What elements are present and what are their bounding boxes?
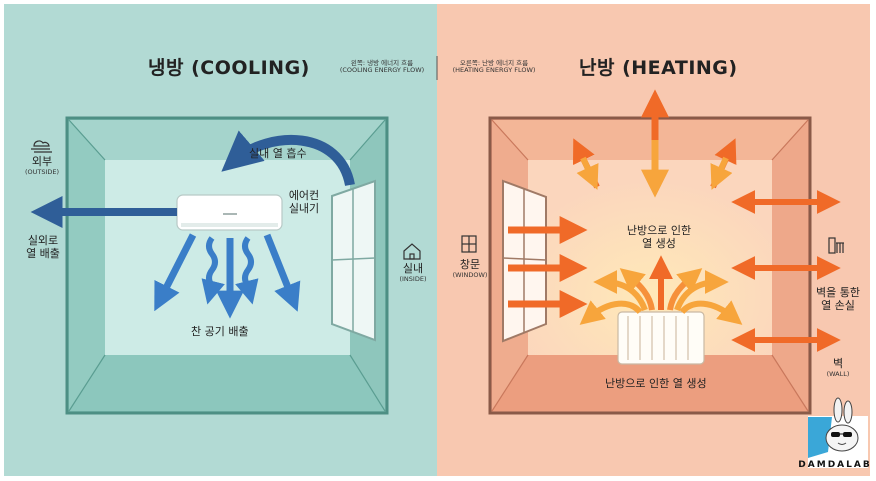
radiator	[617, 311, 705, 365]
heat-absorb-label: 실내 열 흡수	[249, 147, 307, 160]
window-label: 창문 (WINDOW)	[447, 258, 493, 279]
heating-window	[502, 179, 547, 343]
wall-radiator-icon	[828, 237, 844, 254]
wall-loss-line2: 열 손실	[821, 298, 855, 312]
heat-gen-line1: 난방으로 인한	[626, 224, 692, 237]
wall-loss-line1: 벽을 통한	[816, 286, 860, 299]
wall-ko: 벽	[832, 357, 844, 370]
heat-out-label: 실외로 열 배출	[18, 234, 68, 260]
heat-out-line1: 실외로	[27, 234, 59, 247]
ceiling-heat-arrows	[572, 89, 737, 198]
outside-label: 외부 (OUTSIDE)	[22, 155, 62, 176]
radiator-heat-arrows	[579, 255, 743, 325]
outside-en: (OUTSIDE)	[24, 167, 60, 176]
ac-line2: 실내기	[288, 201, 320, 215]
cloud-wind-icon	[31, 140, 52, 153]
outside-ko: 외부	[31, 155, 53, 168]
heating-legend-label: 오른쪽: 난방 에너지 흐름	[459, 59, 529, 67]
house-icon	[403, 243, 421, 260]
heat-out-line2: 열 배출	[26, 246, 60, 260]
wall-label: 벽 (WALL)	[818, 357, 858, 378]
window-icon	[461, 235, 477, 253]
heating-legend: 오른쪽: 난방 에너지 흐름 (HEATING ENERGY FLOW)	[442, 59, 546, 75]
logo-text: DAMDALAB	[798, 460, 872, 470]
inside-ko: 실내	[402, 262, 424, 275]
inside-en: (INSIDE)	[399, 274, 427, 283]
heat-gen-bottom-label: 난방으로 인한 열 생성	[605, 377, 707, 390]
bunny-logo	[808, 397, 868, 468]
heat-gen-label: 난방으로 인한 열 생성	[615, 224, 703, 250]
heat-gen-line2: 열 생성	[642, 236, 676, 250]
wall-loss-arrows	[731, 190, 841, 352]
cooling-legend-label: 왼쪽: 냉방 에너지 흐름	[350, 59, 414, 67]
ac-line1: 에어컨	[288, 189, 320, 202]
cooling-title: 냉방 (COOLING)	[148, 57, 310, 79]
cold-air-arrows	[154, 233, 301, 319]
wall-en: (WALL)	[826, 369, 850, 378]
wall-loss-label: 벽을 통한 열 손실	[810, 286, 866, 312]
cooling-legend-en: (COOLING ENERGY FLOW)	[339, 66, 425, 75]
inside-label: 실내 (INSIDE)	[393, 262, 433, 283]
window-en: (WINDOW)	[452, 270, 488, 279]
cooling-window	[331, 179, 376, 342]
window-ko: 창문	[459, 258, 481, 271]
cold-air-label: 찬 공기 배출	[191, 325, 249, 338]
window-heat-arrows	[508, 216, 588, 318]
heating-legend-en: (HEATING ENERGY FLOW)	[452, 66, 536, 75]
ac-indoor-unit	[176, 194, 283, 231]
heating-title: 난방 (HEATING)	[579, 57, 738, 79]
ac-label: 에어컨 실내기	[284, 189, 324, 215]
cooling-legend: 왼쪽: 냉방 에너지 흐름 (COOLING ENERGY FLOW)	[332, 59, 432, 75]
heat-absorb-arrow	[221, 130, 355, 187]
